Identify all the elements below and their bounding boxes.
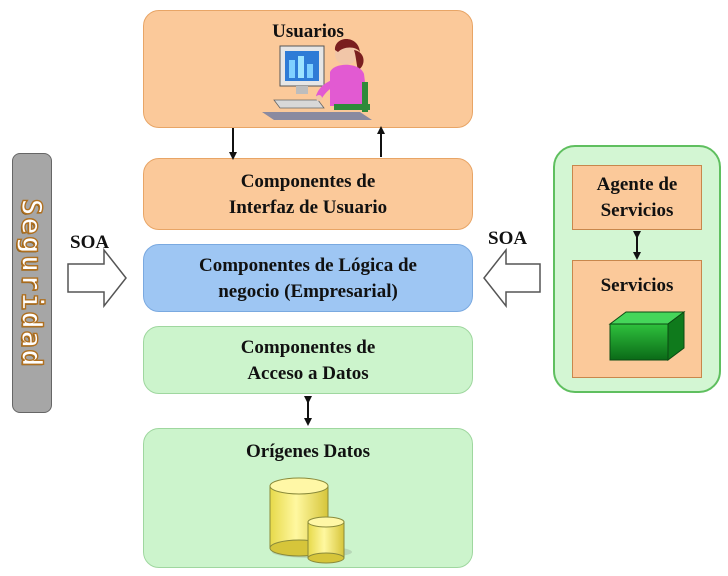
- database-icon: [269, 477, 352, 564]
- acceso-line-1: Componentes de: [240, 337, 376, 358]
- soa-left-label: SOA: [70, 232, 110, 253]
- logica-line-2: negocio (Empresarial): [218, 281, 398, 302]
- soa-left-arrow-icon: [67, 247, 127, 309]
- logica-line-1: Componentes de Lógica de: [199, 255, 417, 276]
- acceso-line-2: Acceso a Datos: [247, 363, 369, 384]
- agente-servicios-box: Agente de Servicios: [572, 165, 702, 230]
- interfaz-line-2: Interfaz de Usuario: [228, 197, 388, 218]
- acceso-box: Componentes de Acceso a Datos: [143, 326, 473, 394]
- interfaz-box: Componentes de Interfaz de Usuario: [143, 158, 473, 230]
- agente-line-2: Servicios: [600, 200, 674, 221]
- seguridad-band: Seguridad: [12, 153, 52, 413]
- agente-line-1: Agente de: [596, 174, 678, 195]
- origenes-title: Orígenes Datos: [245, 441, 370, 462]
- servicios-title: Servicios: [600, 275, 674, 296]
- usuarios-title: Usuarios: [272, 21, 344, 42]
- logica-box: Componentes de Lógica de negocio (Empres…: [143, 244, 473, 312]
- service-cube-icon: [608, 311, 686, 361]
- user-computer-icon: [262, 39, 372, 120]
- interfaz-line-1: Componentes de: [240, 171, 376, 192]
- soa-right-label: SOA: [488, 228, 528, 249]
- soa-right-arrow-icon: [483, 247, 541, 309]
